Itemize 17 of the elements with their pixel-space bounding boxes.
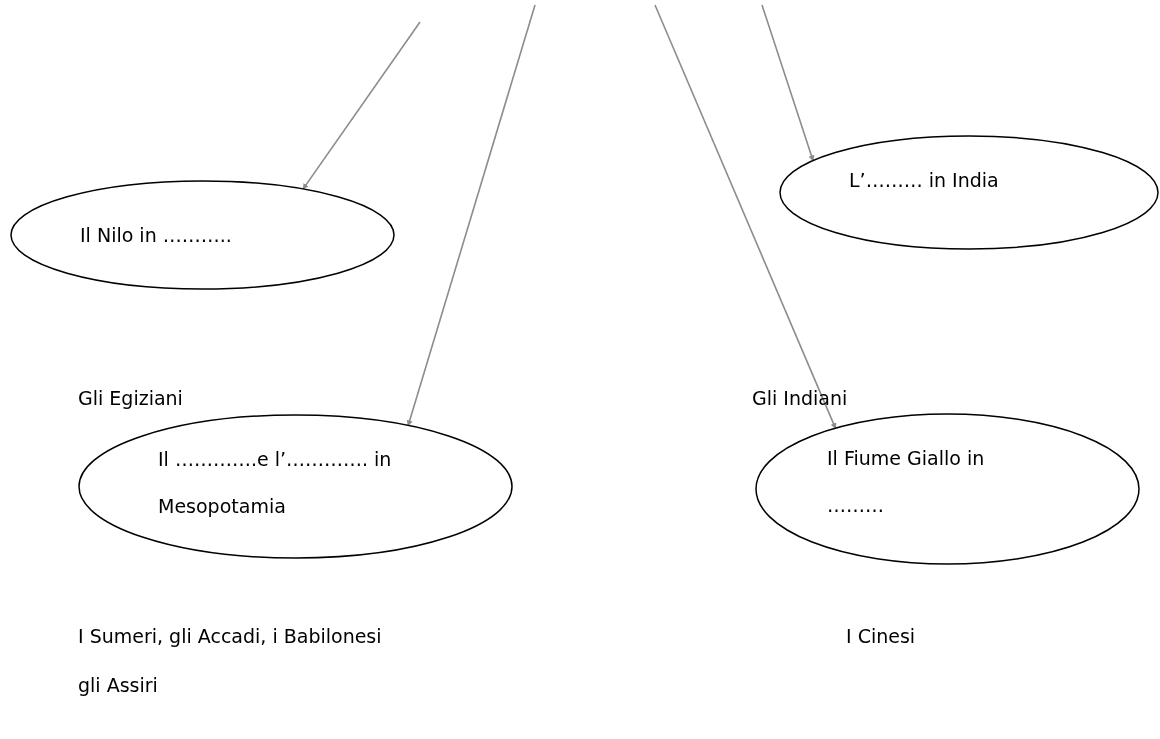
node-text: Il Nilo in ……….. (80, 223, 232, 248)
oval-node (779, 135, 1159, 250)
answer-text: I Cinesi (846, 625, 916, 647)
oval-node (10, 180, 395, 290)
oval-node (78, 414, 513, 559)
arrow (654, 4, 837, 430)
node-text: Il ………….e l’…………. in Mesopotamia (158, 447, 393, 519)
oval-node (755, 413, 1140, 565)
node-text: Il Fiume Giallo in ……… (827, 446, 986, 518)
answer-text: gli Assiri (78, 674, 158, 696)
arrow (302, 21, 421, 190)
answer-text: Gli Indiani (752, 387, 848, 409)
arrow (406, 4, 536, 427)
arrow (761, 4, 815, 162)
answer-text: Gli Egiziani (78, 387, 183, 409)
node-text: L’……… in India (849, 168, 999, 193)
answer-text: I Sumeri, gli Accadi, i Babilonesi (78, 625, 382, 647)
